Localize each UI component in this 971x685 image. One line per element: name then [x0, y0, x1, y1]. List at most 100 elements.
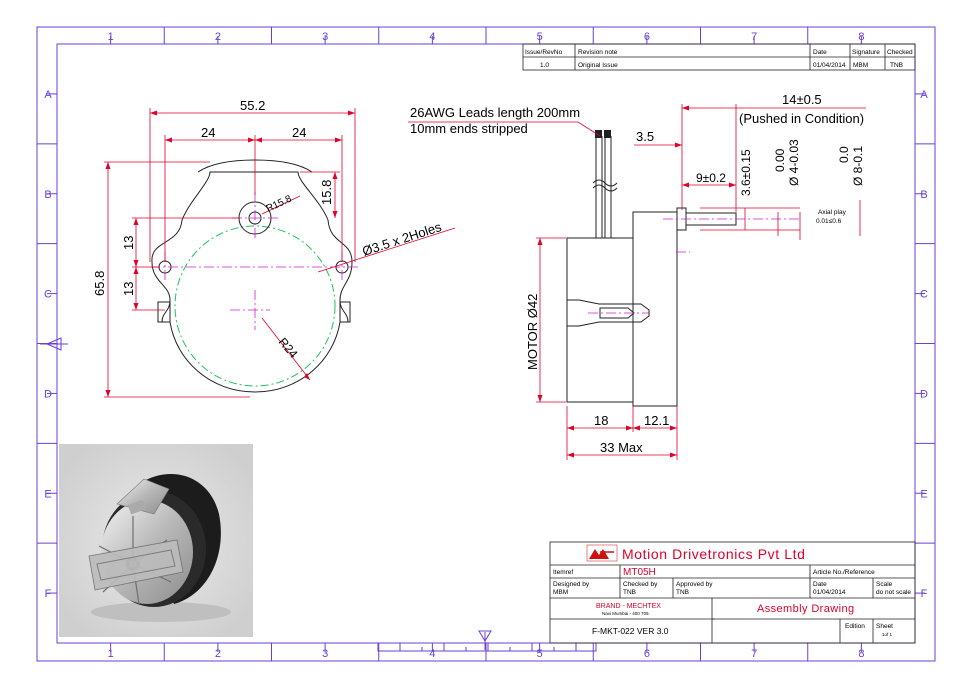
grid-col-label-top: 2: [215, 31, 221, 43]
gear-circle: [174, 225, 336, 387]
dim-gearbox: 12.1: [644, 413, 669, 428]
company-logo: [586, 544, 618, 562]
dim-shaft-step: 3.6±0.15: [739, 149, 753, 196]
dim-max: 33 Max: [600, 440, 643, 455]
approved-label: Approved by: [676, 581, 713, 588]
checked-label: Checked by: [623, 581, 658, 588]
dim-top-height: 15.8: [319, 180, 334, 205]
rev-note: Original Issue: [578, 62, 618, 69]
document-number: F-MKT-022 VER 3.0: [592, 626, 669, 636]
grid-row-label-left: E: [44, 488, 51, 500]
grid-col-label-bottom: 4: [429, 648, 435, 660]
axial-play-label: Axial play: [818, 209, 847, 216]
grid-row-label-right: C: [920, 289, 928, 301]
dim-body-radius: R24: [276, 335, 301, 361]
side-dimension-lines: [408, 104, 866, 460]
grid-row-label-right: F: [921, 588, 928, 600]
dim-upper: 13: [121, 236, 136, 250]
dim-small-dia-tol: 0.00: [773, 148, 787, 172]
dim-boss: 3.5: [636, 129, 654, 144]
front-dimension-lines: [104, 108, 456, 398]
centering-mark-bottom: [478, 630, 492, 650]
designed-label: Designed by: [553, 581, 590, 588]
grid-row-label-left: B: [44, 189, 51, 201]
front-arrowheads: [105, 110, 355, 397]
grid-col-label-bottom: 7: [751, 648, 757, 660]
dim-pushed: (Pushed in Condition): [739, 111, 864, 126]
checked-value: TNB: [623, 589, 636, 596]
dim-motor-body: 18: [594, 413, 608, 428]
dim-large-dia: Ø 8-0.1: [851, 146, 865, 186]
brand-location: Navi Mumbai - 400 709.: [602, 611, 650, 616]
grid-row-label-right: B: [920, 189, 927, 201]
edition-label: Edition: [845, 623, 865, 630]
rev-number: 1.0: [540, 62, 549, 69]
date-label: Date: [813, 581, 827, 588]
grid-ticks: [37, 27, 935, 661]
scale-value: do not scale: [876, 589, 911, 596]
dim-small-dia: Ø 4-0.03: [787, 139, 801, 186]
grid-row-label-left: D: [44, 388, 52, 400]
drawing-title: Assembly Drawing: [757, 603, 854, 615]
dim-holes: Ø3.5 x 2Holes: [360, 219, 443, 259]
front-center-lines: [150, 192, 360, 330]
sheet-label: Sheet: [876, 623, 893, 630]
rev-checked: TNB: [890, 62, 903, 69]
grid-col-label-bottom: 3: [322, 648, 328, 660]
sheet-value: 1of 1: [882, 632, 893, 637]
side-view: 26AWG Leads length 200mm 10mm ends strip…: [408, 92, 866, 460]
rev-header-issue: Issue/RevNo: [525, 49, 563, 56]
rev-header-note: Revision note: [578, 49, 618, 56]
grid-col-label-top: 1: [108, 31, 114, 43]
motor-photo-illustration: [59, 444, 253, 637]
dim-width: 55.2: [240, 98, 265, 113]
rev-date: 01/04/2014: [813, 62, 846, 69]
scale-label: Scale: [876, 581, 893, 588]
dim-height: 65.8: [92, 271, 107, 296]
grid-row-label-right: E: [920, 488, 927, 500]
grid-col-label-top: 4: [429, 31, 435, 43]
item-ref-label: Itemref: [553, 569, 573, 576]
rev-signature: MBM: [853, 62, 868, 69]
grid-row-label-right: D: [920, 388, 928, 400]
side-center-lines: [588, 218, 800, 314]
rev-header-checked: Checked: [887, 49, 913, 56]
dim-motor: MOTOR Ø42: [525, 294, 540, 370]
dim-shaft-length: 9±0.2: [696, 171, 726, 185]
grid-row-label-left: F: [45, 588, 52, 600]
grid-row-label-left: A: [44, 89, 52, 101]
leads-line-1: 26AWG Leads length 200mm: [410, 105, 580, 120]
output-shaft: [685, 212, 737, 226]
company-name: Motion Drivetronics Pvt Ltd: [622, 546, 805, 562]
grid-col-label-top: 7: [751, 31, 757, 43]
dim-half-left: 24: [201, 125, 215, 140]
article-label: Article No./Reference: [813, 569, 875, 576]
centering-mark-left: [40, 337, 68, 351]
grid-col-label-bottom: 5: [537, 648, 543, 660]
designed-value: MBM: [553, 589, 568, 596]
grid-col-label-top: 6: [644, 31, 650, 43]
dim-top-radius: R15.8: [265, 193, 294, 214]
grid-col-label-bottom: 1: [108, 648, 114, 660]
front-housing-outline: [151, 171, 353, 393]
motor-body: [566, 237, 634, 403]
leads-line-2: 10mm ends stripped: [410, 121, 528, 136]
gearbox-body: [632, 211, 678, 407]
brand-name: BRAND - MECHTEX: [596, 603, 661, 610]
front-view: 55.2 24 24 65.8 13 13 R15.8 15.8 Ø3.5 x …: [92, 98, 456, 398]
grid-col-label-bottom: 2: [215, 648, 221, 660]
scale-bar: [377, 643, 597, 652]
grid-col-label-top: 5: [537, 31, 543, 43]
item-ref: MT05H: [623, 567, 656, 578]
grid-col-label-top: 8: [858, 31, 864, 43]
dim-half-right: 24: [292, 125, 306, 140]
grid-col-label-bottom: 6: [644, 648, 650, 660]
date-value: 01/04/2014: [813, 589, 846, 596]
dim-overall: 14±0.5: [782, 92, 822, 107]
revision-table: Issue/RevNo Revision note Date Signature…: [522, 43, 916, 71]
title-block: Motion Drivetronics Pvt Ltd Itemref MT05…: [549, 541, 916, 644]
grid-row-label-right: A: [920, 89, 928, 101]
side-arrowheads: [537, 105, 736, 458]
